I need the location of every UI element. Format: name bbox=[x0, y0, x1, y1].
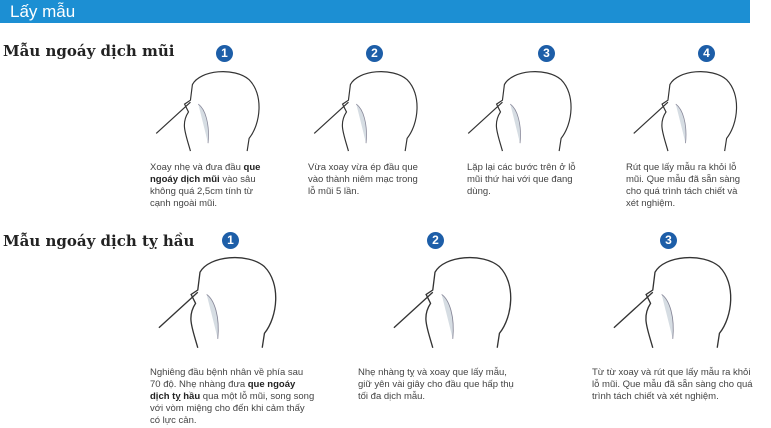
nasopharyngeal-illustration bbox=[393, 256, 512, 348]
nasopharyngeal-illustration bbox=[613, 256, 732, 348]
step-text-end: vào sâu không quá 2,5cm tính từ cạnh ngo… bbox=[150, 174, 256, 209]
nasal-title: Mẫu ngoáy dịch mũi bbox=[3, 42, 175, 60]
step-number-badge: 2 bbox=[366, 45, 383, 62]
nasal-swab-illustration bbox=[313, 71, 418, 152]
section-header: Lấy mẫu bbox=[0, 0, 750, 23]
nasal-swab-illustration bbox=[155, 71, 260, 152]
step-number-badge: 2 bbox=[427, 232, 444, 249]
step-text: Từ từ xoay và rút que lấy mẫu ra khỏi lỗ… bbox=[592, 367, 753, 402]
step-description: Nhẹ nhàng tỵ và xoay que lấy mẫu, giữ yê… bbox=[358, 367, 523, 403]
step-number-badge: 1 bbox=[216, 45, 233, 62]
step-text-bold: que ngoáy dịch tỵ hầu bbox=[150, 379, 296, 402]
step-number-badge: 3 bbox=[660, 232, 677, 249]
step-number-badge: 3 bbox=[538, 45, 555, 62]
step-text: Nghiêng đầu bệnh nhân về phía sau 70 độ.… bbox=[150, 367, 304, 390]
nasal-swab-illustration bbox=[633, 71, 738, 152]
step-description: Nghiêng đầu bệnh nhân về phía sau 70 độ.… bbox=[150, 367, 315, 427]
step-text: Nhẹ nhàng tỵ và xoay que lấy mẫu, giữ yê… bbox=[358, 367, 514, 402]
step-number-badge: 4 bbox=[698, 45, 715, 62]
step-description: Từ từ xoay và rút que lấy mẫu ra khỏi lỗ… bbox=[592, 367, 757, 403]
header-title: Lấy mẫu bbox=[10, 2, 76, 21]
step-text-end: qua một lỗ mũi, song song với vòm miệng … bbox=[150, 391, 315, 426]
step-text: Vừa xoay vừa ép đầu que vào thành niêm m… bbox=[308, 162, 418, 197]
step-text: Xoay nhẹ và đưa đầu bbox=[150, 162, 244, 173]
step-description: Rút que lấy mẫu ra khỏi lỗ mũi. Que mẫu … bbox=[626, 162, 752, 210]
step-number-badge: 1 bbox=[222, 232, 239, 249]
step-description: Vừa xoay vừa ép đầu que vào thành niêm m… bbox=[308, 162, 426, 198]
step-description: Xoay nhẹ và đưa đầu que ngoáy dịch mũi v… bbox=[150, 162, 270, 210]
step-description: Lặp lại các bước trên ở lỗ mũi thứ hai v… bbox=[467, 162, 585, 198]
nasopharyngeal-title: Mẫu ngoáy dịch tỵ hầu bbox=[3, 232, 195, 250]
nasal-swab-illustration bbox=[467, 71, 572, 152]
step-text: Rút que lấy mẫu ra khỏi lỗ mũi. Que mẫu … bbox=[626, 162, 741, 209]
step-text-bold: que ngoáy dịch mũi bbox=[150, 162, 261, 185]
nasopharyngeal-illustration bbox=[158, 256, 277, 348]
step-text: Lặp lại các bước trên ở lỗ mũi thứ hai v… bbox=[467, 162, 576, 197]
